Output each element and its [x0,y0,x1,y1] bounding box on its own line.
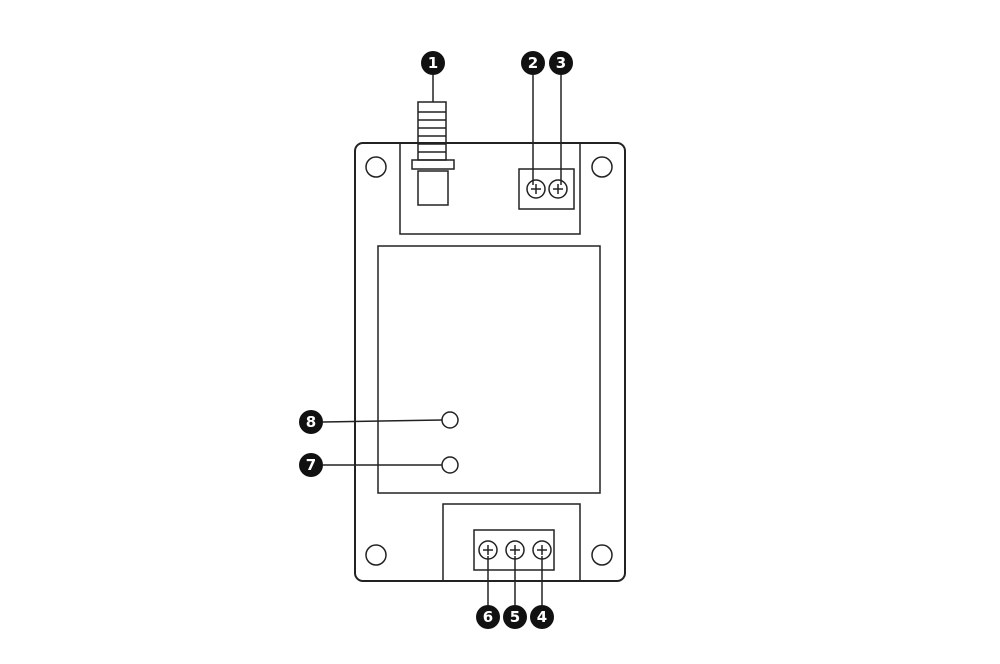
callout-3: 3 [549,51,573,75]
svg-text:4: 4 [537,608,547,626]
top-terminal-block [518,168,575,210]
callout-7: 7 [299,453,323,477]
callout-2: 2 [521,51,545,75]
board-outline [354,142,626,582]
leader-lines [322,75,562,605]
led-bottom [441,456,459,474]
svg-text:8: 8 [306,413,316,431]
shield-cover [377,245,601,494]
mounting-hole-bottom-right [591,544,613,566]
mounting-hole-bottom-left [365,544,387,566]
callout-6: 6 [476,605,500,629]
top-module-area [399,143,581,235]
antenna-connector [411,101,455,206]
callout-8: 8 [299,410,323,434]
callout-1: 1 [421,51,445,75]
svg-text:7: 7 [306,456,316,474]
svg-text:5: 5 [510,608,520,626]
mounting-hole-top-right [591,156,613,178]
callout-4: 4 [530,605,554,629]
svg-text:6: 6 [483,608,493,626]
callout-5: 5 [503,605,527,629]
led-top [441,411,459,429]
svg-text:3: 3 [556,54,566,72]
mounting-hole-top-left [365,156,387,178]
svg-text:1: 1 [428,54,438,72]
svg-text:2: 2 [528,54,538,72]
bottom-module-area [442,503,581,581]
